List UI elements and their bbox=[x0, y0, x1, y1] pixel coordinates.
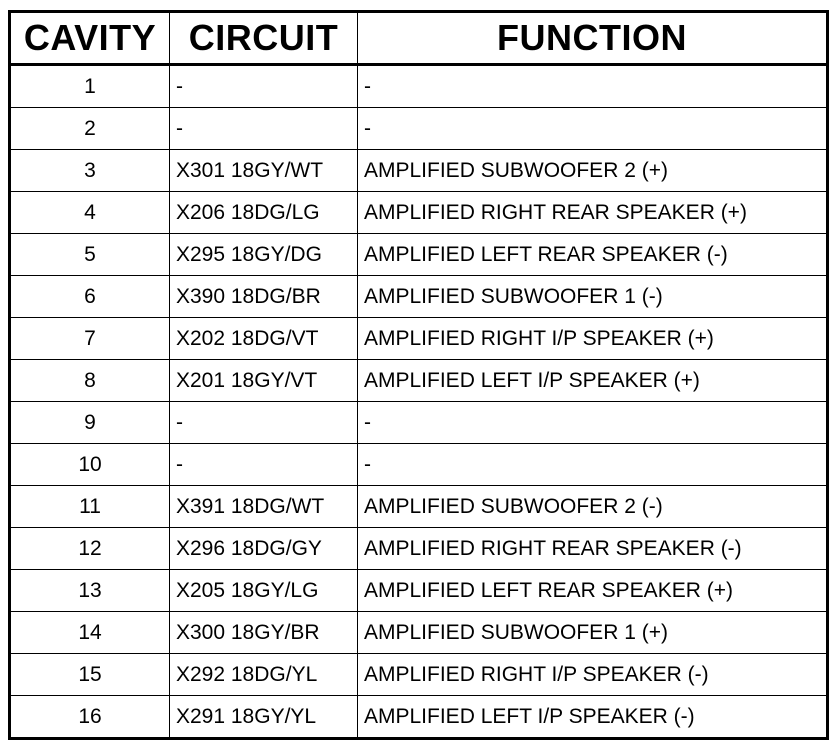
table-row: 2-- bbox=[9, 107, 828, 150]
circuit-cell: X201 18GY/VT bbox=[169, 359, 358, 402]
function-cell: AMPLIFIED LEFT REAR SPEAKER (-) bbox=[357, 233, 828, 276]
cavity-cell: 3 bbox=[9, 149, 170, 192]
cavity-cell: 11 bbox=[9, 485, 170, 528]
cavity-cell: 9 bbox=[9, 401, 170, 444]
table-row: 1-- bbox=[9, 64, 828, 108]
function-cell: - bbox=[357, 443, 828, 486]
header-function: FUNCTION bbox=[357, 11, 828, 66]
cavity-cell: 12 bbox=[9, 527, 170, 570]
circuit-cell: X390 18DG/BR bbox=[169, 275, 358, 318]
function-cell: AMPLIFIED RIGHT REAR SPEAKER (-) bbox=[357, 527, 828, 570]
cavity-cell: 16 bbox=[9, 695, 170, 739]
circuit-cell: - bbox=[169, 401, 358, 444]
function-cell: AMPLIFIED SUBWOOFER 1 (-) bbox=[357, 275, 828, 318]
cavity-cell: 6 bbox=[9, 275, 170, 318]
cavity-cell: 14 bbox=[9, 611, 170, 654]
circuit-cell: X295 18GY/DG bbox=[169, 233, 358, 276]
function-cell: - bbox=[357, 401, 828, 444]
function-cell: - bbox=[357, 64, 828, 108]
function-cell: AMPLIFIED LEFT REAR SPEAKER (+) bbox=[357, 569, 828, 612]
table-row: 9-- bbox=[9, 401, 828, 444]
cavity-cell: 15 bbox=[9, 653, 170, 696]
cavity-cell: 8 bbox=[9, 359, 170, 402]
circuit-cell: X205 18GY/LG bbox=[169, 569, 358, 612]
header-circuit: CIRCUIT bbox=[169, 11, 358, 66]
cavity-cell: 5 bbox=[9, 233, 170, 276]
function-cell: AMPLIFIED SUBWOOFER 2 (+) bbox=[357, 149, 828, 192]
circuit-cell: - bbox=[169, 64, 358, 108]
header-row: CAVITY CIRCUIT FUNCTION bbox=[9, 11, 828, 66]
circuit-cell: - bbox=[169, 107, 358, 150]
circuit-cell: X292 18DG/YL bbox=[169, 653, 358, 696]
cavity-cell: 10 bbox=[9, 443, 170, 486]
function-cell: AMPLIFIED SUBWOOFER 2 (-) bbox=[357, 485, 828, 528]
circuit-cell: X296 18DG/GY bbox=[169, 527, 358, 570]
circuit-cell: X202 18DG/VT bbox=[169, 317, 358, 360]
function-cell: AMPLIFIED RIGHT REAR SPEAKER (+) bbox=[357, 191, 828, 234]
function-cell: AMPLIFIED RIGHT I/P SPEAKER (-) bbox=[357, 653, 828, 696]
function-cell: AMPLIFIED LEFT I/P SPEAKER (-) bbox=[357, 695, 828, 739]
table-header: CAVITY CIRCUIT FUNCTION bbox=[9, 11, 828, 66]
cavity-cell: 2 bbox=[9, 107, 170, 150]
function-cell: AMPLIFIED LEFT I/P SPEAKER (+) bbox=[357, 359, 828, 402]
cavity-cell: 1 bbox=[9, 64, 170, 108]
function-cell: AMPLIFIED SUBWOOFER 1 (+) bbox=[357, 611, 828, 654]
circuit-cell: - bbox=[169, 443, 358, 486]
cavity-cell: 4 bbox=[9, 191, 170, 234]
function-cell: AMPLIFIED RIGHT I/P SPEAKER (+) bbox=[357, 317, 828, 360]
header-cavity: CAVITY bbox=[9, 11, 170, 66]
cavity-cell: 7 bbox=[9, 317, 170, 360]
circuit-cell: X206 18DG/LG bbox=[169, 191, 358, 234]
circuit-cell: X291 18GY/YL bbox=[169, 695, 358, 739]
function-cell: - bbox=[357, 107, 828, 150]
circuit-cell: X391 18DG/WT bbox=[169, 485, 358, 528]
circuit-cell: X300 18GY/BR bbox=[169, 611, 358, 654]
circuit-cell: X301 18GY/WT bbox=[169, 149, 358, 192]
cavity-cell: 13 bbox=[9, 569, 170, 612]
table-row: 10-- bbox=[9, 443, 828, 486]
